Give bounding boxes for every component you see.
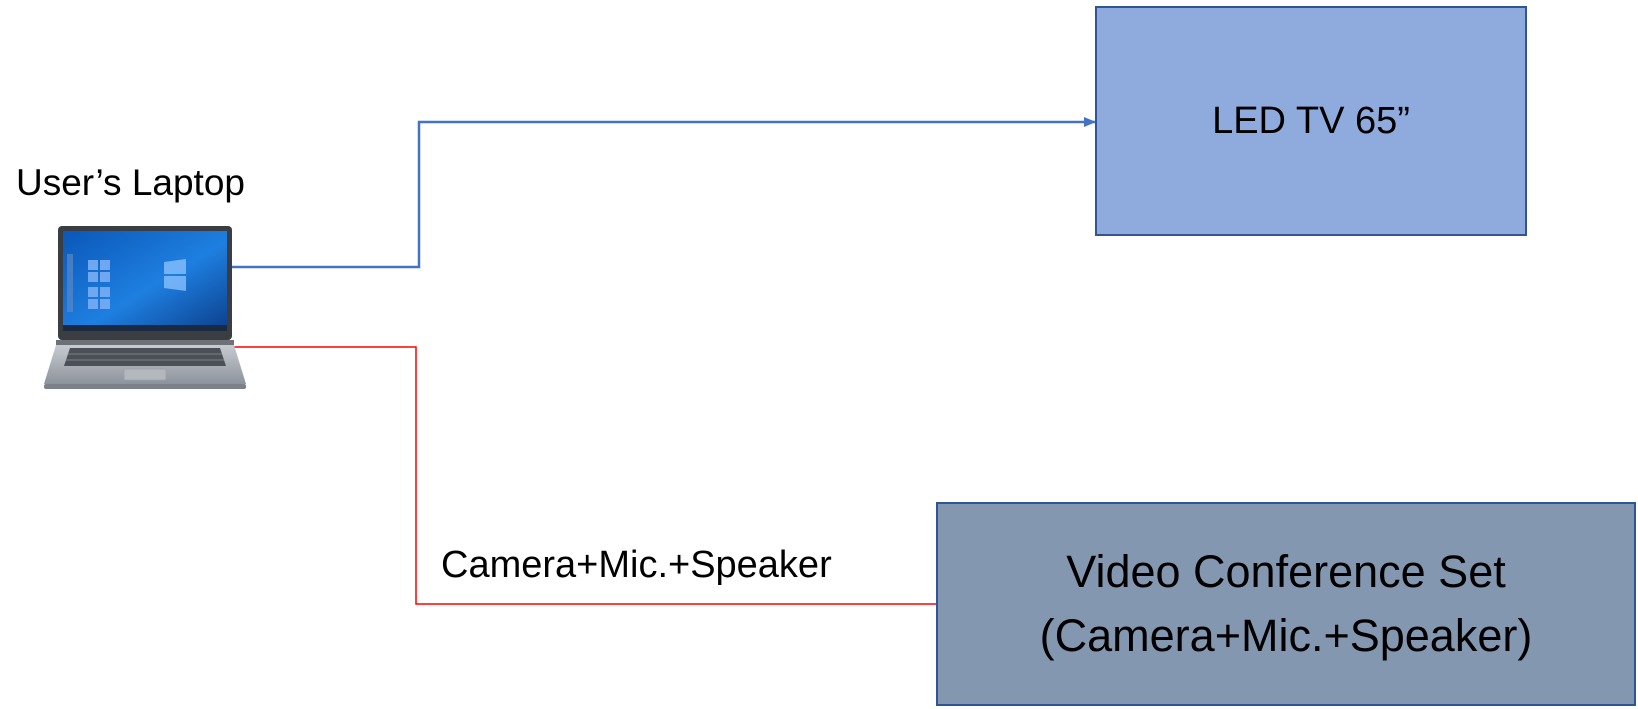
laptop-icon (36, 224, 256, 394)
laptop-to-vc-connector (228, 346, 936, 605)
video-conference-title: Video Conference Set (1066, 546, 1506, 597)
laptop-to-vc-link-label: Camera+Mic.+Speaker (441, 544, 832, 586)
led-tv-box: LED TV 65” (1095, 6, 1527, 236)
video-conference-box: Video Conference Set (Camera+Mic.+Speake… (936, 502, 1636, 706)
video-conference-subtitle: (Camera+Mic.+Speaker) (1039, 610, 1533, 661)
laptop-label: User’s Laptop (16, 162, 245, 203)
laptop-to-tv-connector (230, 117, 1096, 269)
led-tv-label: LED TV 65” (1212, 100, 1410, 142)
